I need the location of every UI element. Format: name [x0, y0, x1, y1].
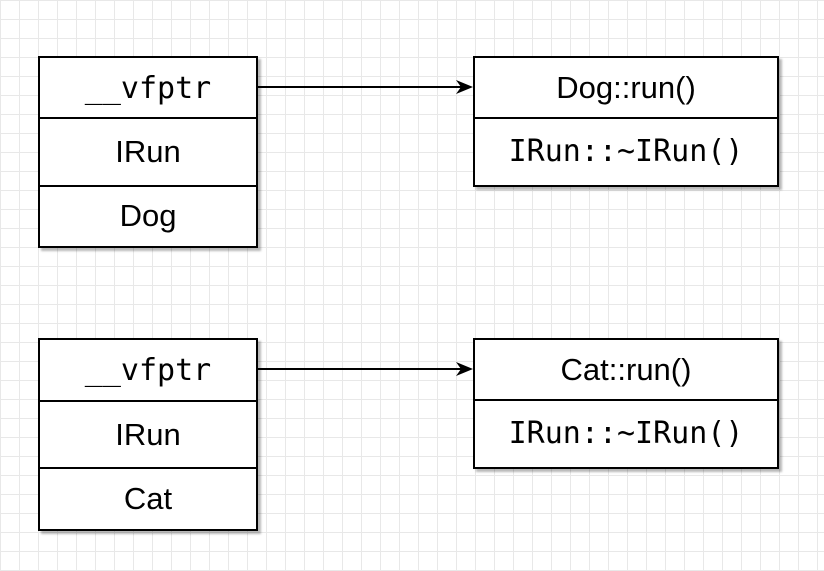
cat-derived-cell: Cat: [123, 480, 173, 516]
dog-divider-1: [40, 117, 256, 119]
cat-object-box: __vfptr IRun Cat: [38, 338, 258, 531]
dog-vtable-box: Dog::run() IRun::~IRun(): [473, 56, 779, 187]
cat-vtable-entry-run: Cat::run(): [560, 352, 692, 387]
cat-vtable-entry-destructor: IRun::~IRun(): [508, 416, 744, 451]
dog-derived-cell: Dog: [119, 198, 177, 233]
dog-divider-2: [40, 185, 256, 187]
dog-vtable-entry-destructor: IRun::~IRun(): [508, 134, 744, 169]
dog-base-cell: IRun: [115, 134, 181, 169]
dog-arrow-head: [456, 80, 473, 94]
cat-divider-1: [40, 400, 256, 402]
cat-vtable-divider: [475, 399, 777, 401]
dog-vfptr-cell: __vfptr: [84, 70, 212, 106]
cat-vfptr-cell: __vfptr: [84, 353, 212, 388]
cat-divider-2: [40, 467, 256, 469]
cat-arrow-head: [456, 362, 473, 376]
cat-base-cell: IRun: [115, 416, 181, 452]
dog-vtable-entry-run: Dog::run(): [556, 70, 696, 105]
dog-object-box: __vfptr IRun Dog: [38, 56, 258, 248]
cat-vtable-box: Cat::run() IRun::~IRun(): [473, 338, 779, 469]
dog-vtable-divider: [475, 117, 777, 119]
